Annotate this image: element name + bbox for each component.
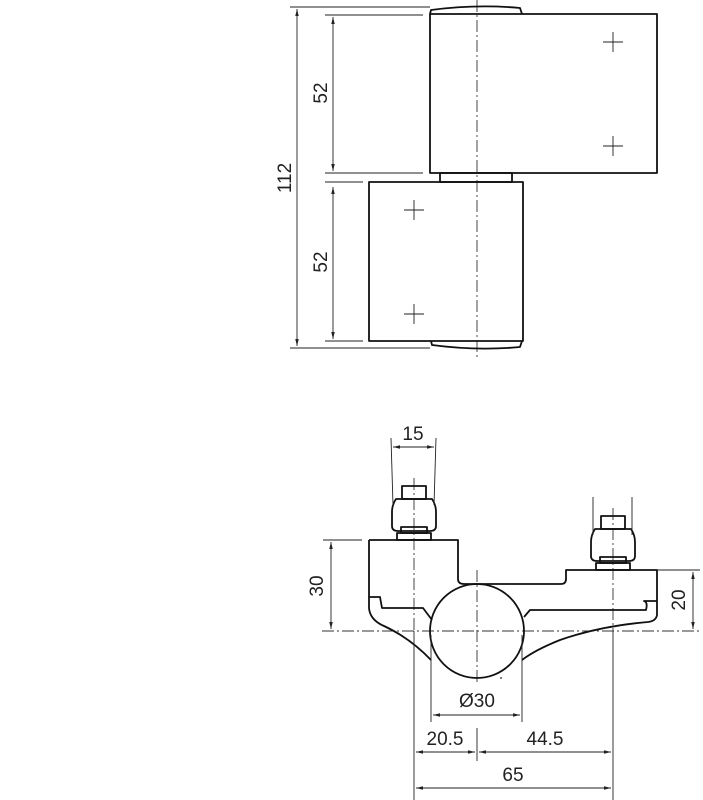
upper-leaf bbox=[429, 13, 658, 174]
body-inner-groove-left bbox=[369, 596, 433, 621]
top-cap bbox=[429, 5, 523, 15]
bolt-right bbox=[590, 515, 636, 571]
dim-upper-label: 52 bbox=[311, 82, 332, 103]
dimension-65: 65 bbox=[416, 765, 611, 790]
collar bbox=[439, 172, 513, 183]
dim-bolt-width-label: 15 bbox=[402, 424, 423, 445]
dimension-15: 15 bbox=[390, 424, 633, 535]
dim-height-right-label: 20 bbox=[669, 589, 690, 610]
hinge-body bbox=[368, 539, 658, 661]
screw-hole-marks bbox=[404, 32, 623, 324]
dim-right-offset-label: 44.5 bbox=[527, 729, 564, 750]
side-view: 112 52 52 bbox=[275, 0, 658, 357]
dim-pin-diameter-label: Ø30 bbox=[459, 691, 495, 712]
lower-leaf bbox=[368, 181, 524, 342]
dimension-20: 20 bbox=[657, 569, 700, 629]
dimension-offsets: 20.5 44.5 bbox=[413, 631, 614, 800]
dimension-diameter-30: Ø30 bbox=[430, 635, 523, 722]
dim-total-width-label: 65 bbox=[502, 765, 523, 786]
dim-total-label: 112 bbox=[275, 163, 296, 193]
dim-height-left-label: 30 bbox=[307, 575, 328, 596]
bolt-left bbox=[391, 485, 437, 541]
dimension-52-upper: 52 bbox=[311, 14, 423, 174]
body-inner-groove-right bbox=[523, 600, 657, 618]
dim-lower-label: 52 bbox=[311, 251, 332, 272]
top-view: 15 30 20 Ø30 20.5 44.5 bbox=[307, 424, 700, 800]
dim-left-offset-label: 20.5 bbox=[427, 729, 464, 750]
hinge-pin bbox=[429, 583, 525, 679]
dimension-112: 112 bbox=[275, 6, 430, 349]
dimension-52-lower: 52 bbox=[311, 181, 363, 342]
dimension-30: 30 bbox=[307, 539, 362, 629]
bottom-cap bbox=[430, 340, 523, 350]
